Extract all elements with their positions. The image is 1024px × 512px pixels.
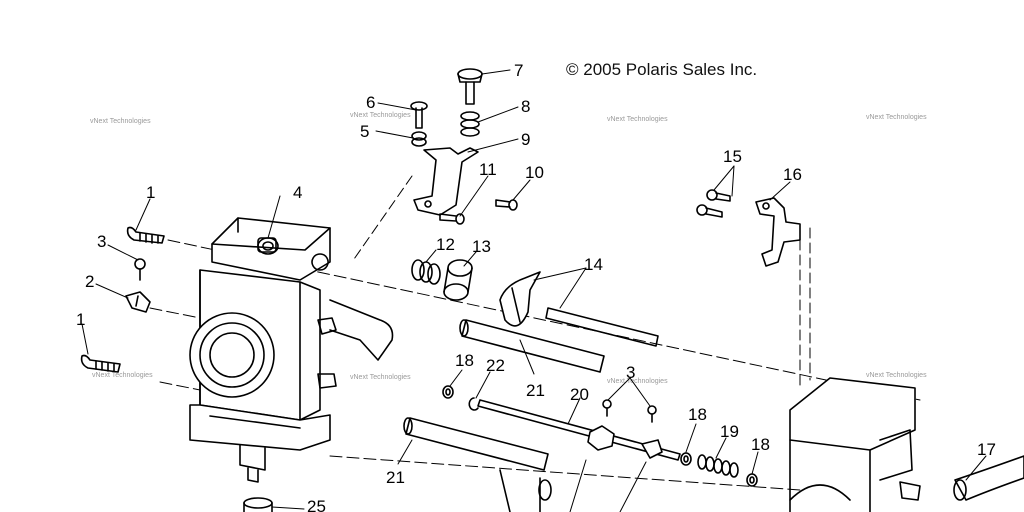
- watermark: vNext Technologies: [607, 378, 668, 385]
- part-13-bushing: [443, 259, 473, 301]
- part-18-washer-left: [442, 385, 454, 399]
- part-8-spring: [460, 111, 480, 137]
- part-18-washer-right: [746, 473, 758, 487]
- callout-18-left: 18: [455, 351, 474, 370]
- callout-22: 22: [486, 356, 505, 375]
- watermark: vNext Technologies: [866, 372, 927, 379]
- callout-4: 4: [293, 183, 302, 202]
- callout-7: 7: [514, 61, 523, 80]
- leader-lines: [81, 69, 987, 512]
- callout-1-lower: 1: [76, 310, 85, 329]
- part-10-screw: [495, 199, 518, 211]
- callout-19: 19: [720, 422, 739, 441]
- part-1-screw-lower: [80, 354, 121, 373]
- callout-18-mid: 18: [688, 405, 707, 424]
- callout-20: 20: [570, 385, 589, 404]
- right-carburetor-body: [789, 377, 921, 512]
- part-18-washer-mid: [680, 452, 692, 466]
- part-12-spring: [411, 259, 441, 285]
- watermark: vNext Technologies: [92, 372, 153, 379]
- callout-3-center: 3: [626, 363, 635, 382]
- part-20-shaft: [477, 399, 681, 461]
- part-17-hose: [953, 455, 1024, 501]
- callout-16: 16: [783, 165, 802, 184]
- callout-10: 10: [525, 163, 544, 182]
- part-15-screw-lower: [696, 204, 723, 218]
- callout-9: 9: [521, 130, 530, 149]
- part-7-screw: [457, 68, 483, 105]
- part-5-washer: [411, 131, 427, 147]
- part-2-clip: [125, 291, 151, 313]
- watermark: vNext Technologies: [350, 374, 411, 381]
- callout-21-lower: 21: [386, 468, 405, 487]
- callout-11: 11: [479, 160, 497, 179]
- callout-14: 14: [584, 255, 603, 274]
- part-25-fitting: [243, 497, 273, 512]
- part-1-screw-upper: [126, 226, 165, 244]
- callout-15: 15: [723, 147, 742, 166]
- callout-12: 12: [436, 235, 455, 254]
- callout-17: 17: [977, 440, 996, 459]
- watermark: vNext Technologies: [90, 118, 151, 125]
- part-22-clip: [468, 397, 479, 411]
- callout-3-left: 3: [97, 232, 106, 251]
- part-11-screw: [439, 213, 465, 225]
- callout-2: 2: [85, 272, 94, 291]
- callout-18-right: 18: [751, 435, 770, 454]
- copyright-notice: © 2005 Polaris Sales Inc.: [566, 60, 758, 79]
- callout-8: 8: [521, 97, 530, 116]
- callout-25: 25: [307, 497, 326, 512]
- watermark: vNext Technologies: [350, 112, 411, 119]
- part-14-lever: [499, 271, 541, 327]
- callout-5: 5: [360, 122, 369, 141]
- part-14-shaft: [545, 307, 659, 347]
- watermark: vNext Technologies: [866, 114, 927, 121]
- part-4-cap: [257, 237, 277, 253]
- part-3-screw-left: [134, 258, 146, 281]
- part-21-tube-upper: [459, 319, 605, 373]
- part-6-screw: [410, 101, 428, 129]
- callout-6: 6: [366, 93, 375, 112]
- left-carburetor-body: [189, 217, 394, 483]
- callout-1-upper: 1: [146, 183, 155, 202]
- part-15-screw-upper: [706, 189, 731, 202]
- callout-21-upper: 21: [526, 381, 545, 400]
- part-19-spring: [697, 454, 739, 478]
- part-9-bracket: [413, 147, 479, 216]
- callout-labels: 7 6 5 8 9 11 10 4 1 3 2 1 12 13 14 15 16…: [76, 61, 996, 512]
- part-21-tube-lower: [403, 417, 552, 512]
- watermark: vNext Technologies: [607, 116, 668, 123]
- part-16-bracket: [755, 197, 801, 267]
- callout-13: 13: [472, 237, 491, 256]
- part-3-screw-center: [602, 399, 657, 423]
